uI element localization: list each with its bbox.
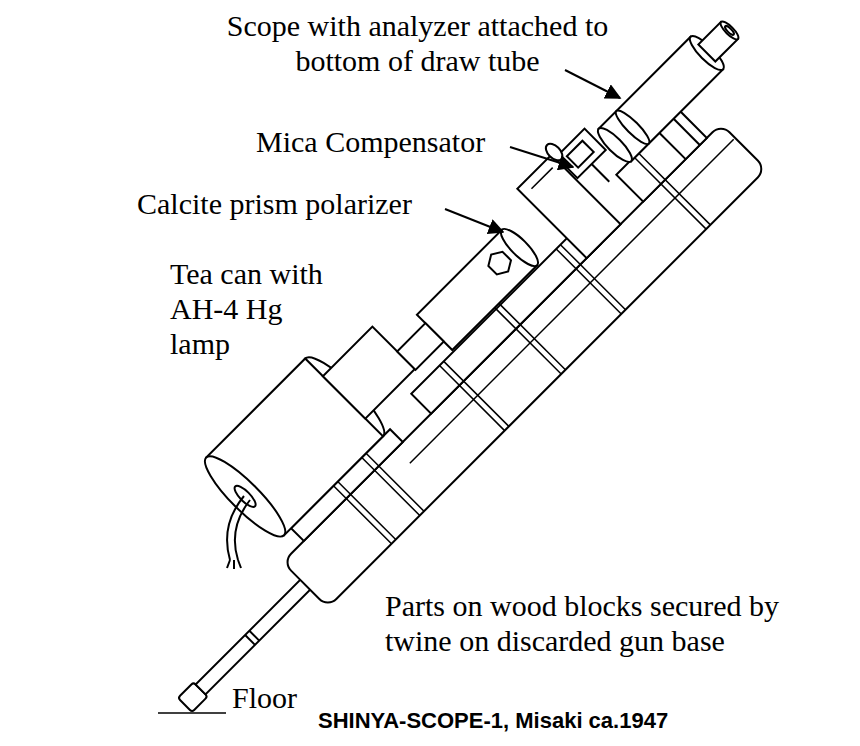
- figure-caption: SHINYA-SCOPE-1, Misaki ca.1947: [318, 708, 668, 734]
- eyepiece-end: [718, 19, 741, 42]
- drawing-part: [362, 458, 420, 516]
- drawing-part: [366, 453, 424, 511]
- compensator-window: [567, 141, 594, 168]
- drawing-part: [639, 153, 710, 224]
- scope-bracket: [659, 133, 685, 159]
- floor-line: [158, 712, 226, 714]
- microscope-body: [72, 0, 820, 728]
- drawing-part: [227, 560, 241, 569]
- drawing-part: [440, 366, 505, 431]
- drawing-part: [499, 303, 565, 369]
- polarizer-mount: [397, 323, 444, 370]
- power-cord: [227, 496, 250, 569]
- gun-rod: [196, 578, 312, 694]
- lamp-housing: [323, 327, 415, 419]
- part-label: Mica Compensator: [256, 124, 485, 159]
- part-label: Tea can with AH-4 Hg lamp: [170, 256, 345, 361]
- drawing-part: [445, 209, 503, 232]
- drawing-part: [565, 70, 620, 98]
- tube-clamp: [612, 107, 653, 148]
- drawing-part: [338, 482, 396, 540]
- stage-detail: [531, 168, 552, 189]
- part-label: Parts on wood blocks secured by twine on…: [385, 588, 805, 658]
- polarizer-nut: [484, 248, 515, 279]
- drawing-part: [556, 249, 621, 314]
- can-face: [196, 448, 294, 546]
- rod-band: [249, 631, 259, 641]
- drawing-part: [560, 245, 625, 310]
- drawing-part: [333, 486, 391, 544]
- rod-band: [245, 635, 255, 645]
- base-edge: [410, 139, 734, 463]
- drawing-part: [635, 158, 706, 229]
- drawing-part: [444, 361, 509, 426]
- compensator-arm: [592, 164, 610, 182]
- part-label: Calcite prism polarizer: [137, 186, 412, 221]
- drawing-part: [495, 308, 561, 374]
- drawing-part: [235, 500, 250, 560]
- part-label: Scope with analyzer attached to bottom o…: [225, 8, 610, 78]
- part-label: Floor: [232, 680, 297, 715]
- drawing-part: [510, 147, 573, 167]
- eyepiece-lens: [724, 25, 735, 36]
- wood-block: [411, 224, 601, 414]
- scope-bracket: [674, 119, 700, 145]
